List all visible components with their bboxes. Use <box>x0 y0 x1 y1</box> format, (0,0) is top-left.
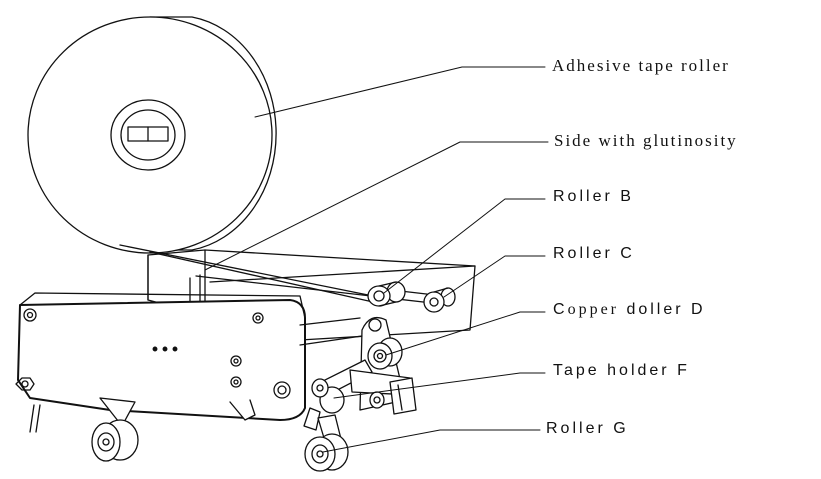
bottom-left-roller <box>92 398 138 461</box>
label-roller-g: Roller G <box>546 420 629 437</box>
label-copper-roller-d-word: opper <box>567 301 619 318</box>
roller-g <box>305 415 348 471</box>
label-side-with-glutinosity: Side with glutinosity <box>554 131 738 150</box>
copper-roller-d <box>368 338 402 369</box>
tape-holder-f <box>370 378 416 414</box>
label-roller-c: Roller C <box>553 245 635 262</box>
label-copper-roller-d-rest: doller D <box>619 301 706 318</box>
leader-lines <box>205 67 548 452</box>
label-copper-roller-d-initial: C <box>553 301 568 318</box>
label-tape-holder-f: Tape holder F <box>553 362 690 379</box>
label-roller-b: Roller B <box>553 188 634 205</box>
guide-roller <box>304 379 344 430</box>
label-copper-roller-d: Copper doller D <box>553 301 706 319</box>
label-adhesive-tape-roller: Adhesive tape roller <box>552 56 730 75</box>
side-plate <box>16 293 305 432</box>
adhesive-tape-roll <box>28 17 276 253</box>
mount-bracket <box>230 318 362 420</box>
